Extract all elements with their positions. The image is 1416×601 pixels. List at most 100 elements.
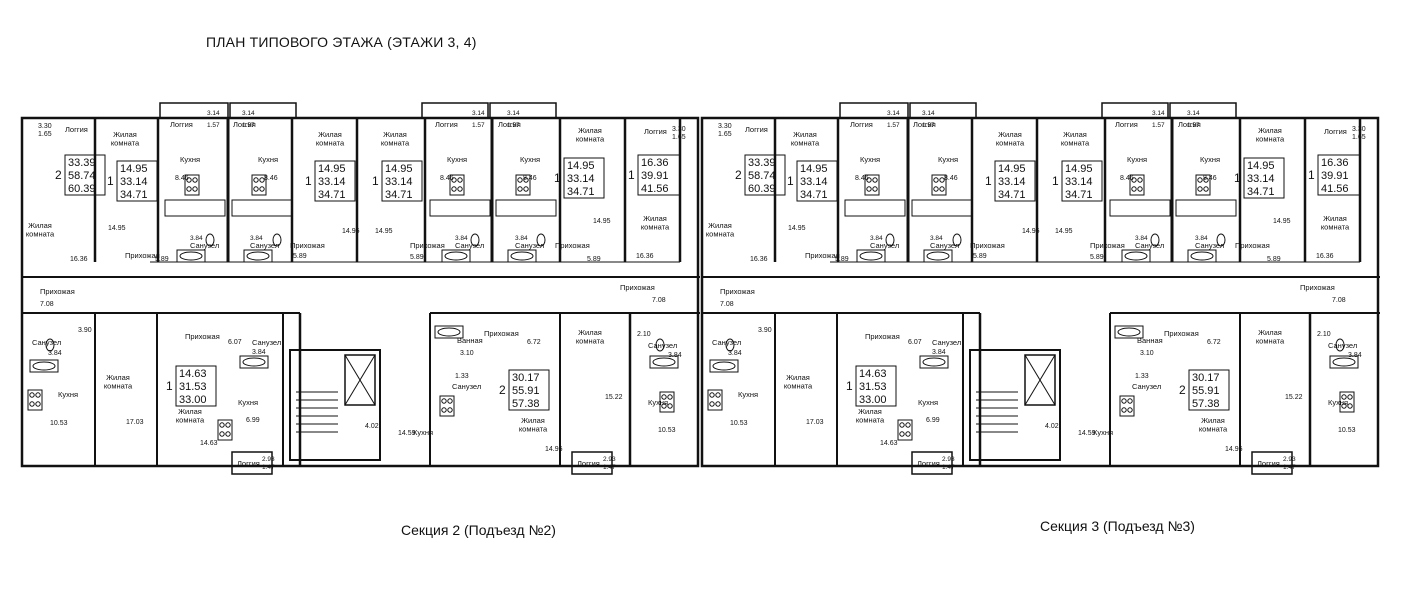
kitchen-counter <box>844 199 906 217</box>
toilet-icon <box>1335 338 1345 352</box>
loggia-outline <box>421 102 489 119</box>
stove-icon <box>864 174 880 196</box>
toilet-icon <box>205 233 215 247</box>
loggia-area: 1.57 <box>922 122 935 129</box>
burner-icon <box>939 177 945 183</box>
living-area: 14.95 <box>593 218 611 225</box>
apartment-area-box <box>314 160 356 202</box>
living-area: 14.95 <box>342 228 360 235</box>
room-hall-label: Прихожая <box>484 329 519 338</box>
room-loggia-label: Логгия <box>170 120 193 129</box>
outer-wall <box>700 116 1380 468</box>
loggia-area: 1.65 <box>718 131 732 138</box>
burner-icon <box>866 186 872 192</box>
loggia-outline <box>489 102 557 119</box>
bathtub-icon <box>649 355 679 369</box>
room-bath-label: Санузел <box>1195 241 1224 250</box>
living-area: 15.22 <box>605 394 623 401</box>
apartment-living-area: 14.63 <box>859 368 887 380</box>
bathtub-basin <box>922 357 946 367</box>
apartment-room-count: 1 <box>1052 174 1059 188</box>
room-loggia-label: Логгия <box>435 120 458 129</box>
toilet-icon <box>1150 233 1160 247</box>
burner-icon <box>1341 394 1347 400</box>
room-hall-label: Прихожая <box>1090 241 1125 250</box>
bath-area: 1.33 <box>1135 373 1149 380</box>
room-loggia-label: Логгия <box>498 120 521 129</box>
living-area: 14.63 <box>200 440 218 447</box>
burner-icon <box>866 177 872 183</box>
room-kitchen-label: Кухня <box>258 155 278 164</box>
apartment-total-with-loggia: 41.56 <box>641 183 669 195</box>
apartment-living-area: 14.95 <box>1065 163 1093 175</box>
apartment-total-area: 39.91 <box>1321 170 1349 182</box>
apartment-total-area: 31.53 <box>859 381 887 393</box>
room-loggia-label: Логгия <box>233 120 256 129</box>
bathtub-icon <box>856 249 886 263</box>
apartment-total-with-loggia: 57.38 <box>512 398 540 410</box>
loggia-outline <box>231 451 273 475</box>
burner-icon <box>1347 394 1353 400</box>
bathtub-icon <box>239 355 269 369</box>
apartment-area-box <box>175 365 217 407</box>
toilet-icon <box>1216 233 1226 247</box>
room-hall-label: Прихожая <box>970 241 1005 250</box>
hall-area: 5.89 <box>973 253 987 260</box>
apartment-room-count: 2 <box>55 168 62 182</box>
loggia-area: 3.14 <box>472 110 485 117</box>
section-3-plan: 233.3958.7460.39114.9533.1434.71114.9533… <box>700 102 1380 475</box>
stove-icon <box>515 174 531 196</box>
apartment-room-count: 2 <box>1179 383 1186 397</box>
toilet-icon <box>536 233 546 247</box>
bathtub-icon <box>1114 325 1144 339</box>
loggia-outline <box>1101 102 1169 119</box>
bathtub-basin <box>712 361 736 371</box>
room-bath-label: Санузел <box>252 338 281 347</box>
apartment-total-with-loggia: 33.00 <box>179 394 207 406</box>
room-kitchen-label: Кухня <box>520 155 540 164</box>
apartment-total-area: 33.14 <box>120 176 148 188</box>
bath-area: 3.84 <box>515 235 528 242</box>
apartment-area-box <box>1188 369 1230 411</box>
bathtub-basin <box>652 357 676 367</box>
apartment-room-count: 2 <box>499 383 506 397</box>
living-area: 16.36 <box>636 253 654 260</box>
apartment-room-count: 1 <box>846 379 853 393</box>
loggia-outline <box>1251 451 1293 475</box>
apartment-living-area: 16.36 <box>641 157 669 169</box>
kitchen-area: 10.53 <box>50 420 68 427</box>
hall-area: 5.89 <box>1090 254 1104 261</box>
bathtub-icon <box>441 249 471 263</box>
burner-icon <box>667 394 673 400</box>
stove-icon <box>897 419 913 441</box>
apartment-total-with-loggia: 34.71 <box>1065 189 1093 201</box>
room-bath-label: Санузел <box>932 338 961 347</box>
hall-area: 7.08 <box>40 301 54 308</box>
loggia-area: 1.57 <box>507 122 520 129</box>
room-bathroom-label: Ванная <box>457 336 483 345</box>
bathtub-basin <box>1190 251 1214 261</box>
loggia-area: 1.47 <box>942 464 955 471</box>
room-kitchen-label: Кухня <box>648 398 668 407</box>
loggia-outline <box>229 102 297 119</box>
room-loggia-label: Логгия <box>850 120 873 129</box>
burner-icon <box>939 186 945 192</box>
room-loggia-label: Логгия <box>1115 120 1138 129</box>
room-kitchen-label: Кухня <box>860 155 880 164</box>
burner-icon <box>709 401 715 407</box>
apartment-room-count: 1 <box>305 174 312 188</box>
bathtub-icon <box>29 359 59 373</box>
room-hall-label: Прихожая <box>125 251 160 260</box>
bath-area: 3.84 <box>1135 235 1148 242</box>
bathtub-basin <box>1124 251 1148 261</box>
apartment-total-with-loggia: 34.71 <box>567 186 595 198</box>
burner-icon <box>441 398 447 404</box>
burner-icon <box>1203 186 1209 192</box>
hall-area: 4.02 <box>365 423 379 430</box>
apartment-total-area: 55.91 <box>512 385 540 397</box>
apartment-area-box <box>855 365 897 407</box>
